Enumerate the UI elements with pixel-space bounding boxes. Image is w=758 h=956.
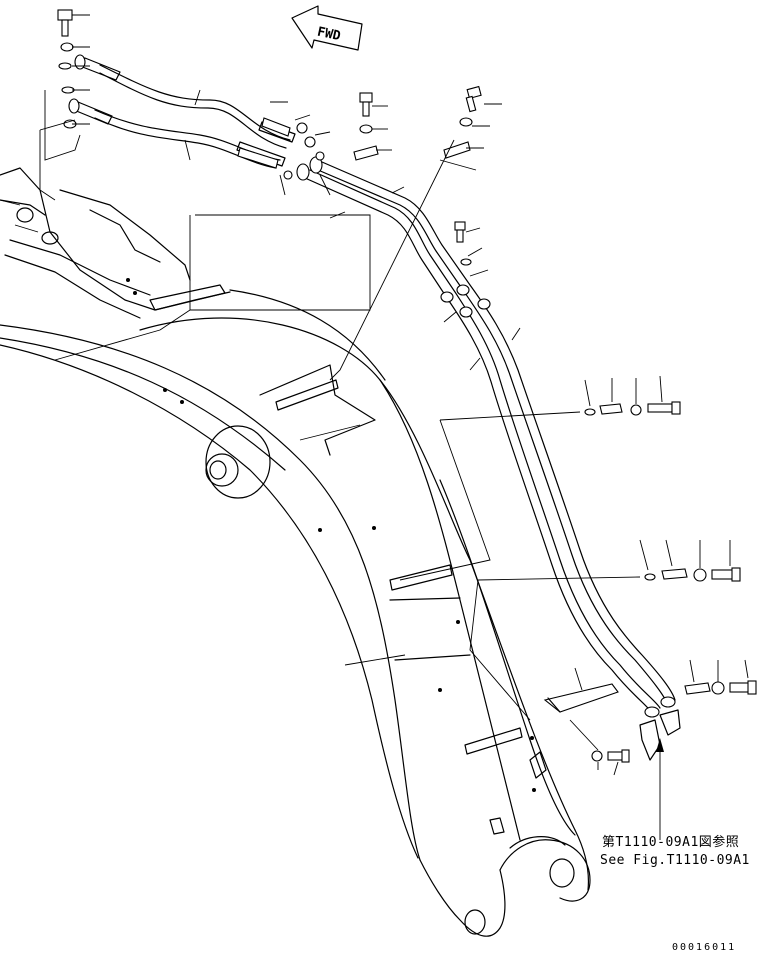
reference-label-jp: 第T1110-09A1図参照 <box>602 834 739 850</box>
illustration-code: 00016011 <box>672 942 736 953</box>
hoses <box>68 54 296 169</box>
bolts <box>57 9 757 763</box>
fwd-label: FWD <box>316 25 342 45</box>
fwd-arrow: FWD <box>291 5 363 51</box>
boom-structure <box>0 167 591 937</box>
reference-arrow <box>656 738 664 840</box>
leader-lines <box>0 14 749 776</box>
reference-label-en: See Fig.T1110-09A1 <box>600 853 750 868</box>
hydraulic-pipes <box>296 156 681 761</box>
